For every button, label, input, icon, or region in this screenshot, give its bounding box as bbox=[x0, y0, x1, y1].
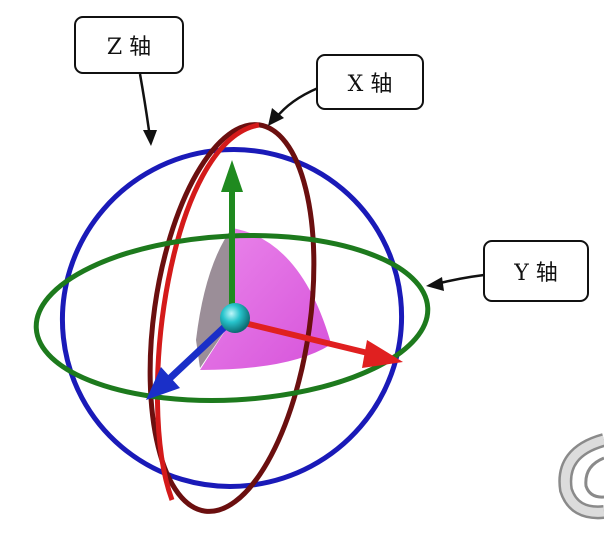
y-axis-label: Y 轴 bbox=[483, 240, 589, 302]
z-callout-pointer bbox=[138, 73, 152, 139]
x-callout-arrowhead bbox=[268, 108, 284, 126]
y-callout-pointer bbox=[435, 273, 485, 286]
ring-fragment-icon bbox=[558, 433, 604, 520]
x-axis-label-text: X 轴 bbox=[347, 72, 393, 97]
x-axis-ring-back bbox=[147, 122, 317, 514]
y-axis-arrow-head bbox=[221, 160, 243, 192]
y-axis-ring bbox=[33, 232, 431, 404]
x-axis-ring bbox=[154, 122, 260, 501]
z-axis-ring bbox=[59, 147, 405, 489]
x-axis-arrow-head bbox=[362, 340, 403, 368]
y-callout-arrowhead bbox=[426, 277, 444, 291]
y-axis-label-text: Y 轴 bbox=[514, 261, 558, 286]
z-axis-label-text: Z 轴 bbox=[106, 35, 152, 60]
z-axis-arrow-shaft bbox=[165, 317, 235, 383]
x-axis-arrow-shaft bbox=[231, 317, 373, 357]
z-axis-label: Z 轴 bbox=[74, 16, 184, 74]
z-axis-arrow-head bbox=[146, 367, 180, 400]
center-ball bbox=[220, 303, 250, 333]
z-callout-arrowhead bbox=[143, 130, 157, 146]
x-callout-pointer bbox=[275, 86, 319, 119]
x-axis-label: X 轴 bbox=[316, 54, 424, 110]
